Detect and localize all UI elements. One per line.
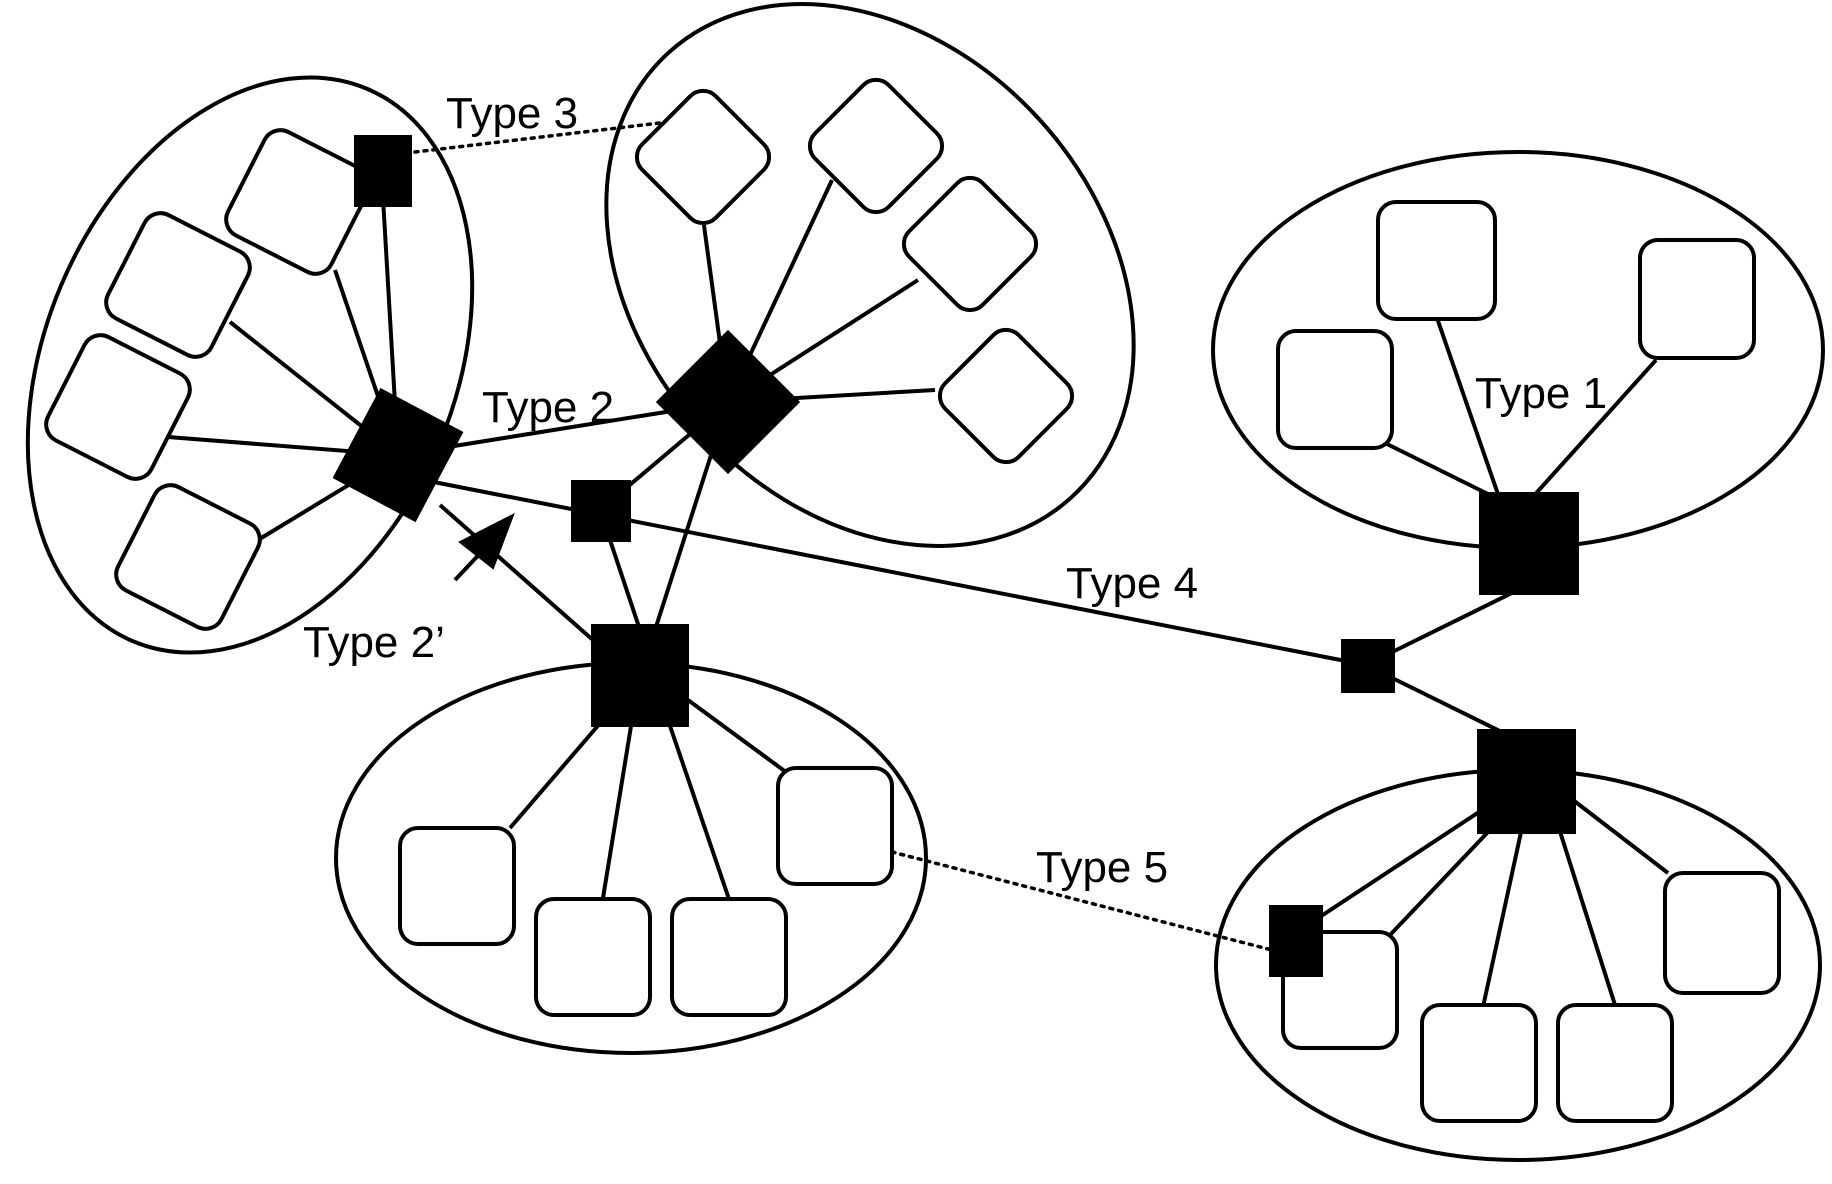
- hub-right-bottom: [1477, 729, 1576, 834]
- type2-prime-arrow: [453, 512, 515, 582]
- label-type2-prime: Type 2’: [303, 618, 445, 667]
- link-type3: [413, 120, 670, 154]
- label-type2: Type 2: [482, 383, 614, 432]
- node-bottom-2: [534, 897, 652, 1017]
- link-rt-1: [1384, 441, 1501, 502]
- link-rb-5: [1558, 788, 1670, 875]
- node-rt-3: [1638, 238, 1756, 360]
- node-rb-4: [1663, 871, 1781, 995]
- link-rb-3: [1481, 799, 1530, 1008]
- link-type2-prime: [438, 503, 604, 650]
- node-bottom-3: [670, 897, 788, 1017]
- hub-right-top: [1479, 492, 1579, 595]
- link-bottom-2: [601, 719, 634, 899]
- link-type4: [397, 473, 1367, 667]
- node-top-1: [634, 88, 772, 226]
- node-top-4: [937, 327, 1075, 465]
- nodes: [44, 77, 1781, 1123]
- hub-right-small: [1341, 639, 1395, 693]
- label-type5: Type 5: [1036, 843, 1168, 892]
- node-rb-2: [1420, 1003, 1538, 1123]
- labels: Type 3 Type 2 Type 1 Type 4 Type 2’ Type…: [303, 89, 1607, 892]
- arrow-tail: [453, 543, 490, 582]
- link-bottom-3: [666, 719, 732, 903]
- node-rb-3: [1556, 1003, 1674, 1123]
- node-bottom-1: [398, 826, 516, 946]
- label-type3: Type 3: [446, 89, 578, 138]
- hub-right-bottom-small: [1269, 905, 1323, 977]
- node-left-3: [44, 333, 192, 481]
- hub-small-center: [571, 480, 631, 542]
- node-top-3: [901, 175, 1039, 313]
- node-rt-1: [1376, 200, 1497, 321]
- label-type4: Type 4: [1066, 559, 1198, 608]
- link-type5: [890, 850, 1274, 952]
- node-bottom-4: [776, 766, 894, 886]
- node-left-1: [224, 128, 372, 276]
- node-top-2: [807, 77, 945, 215]
- hub-left-top-small: [354, 135, 412, 207]
- link-rb-4: [1548, 799, 1617, 1006]
- hub-left: [332, 387, 464, 523]
- link-rt-3: [1528, 358, 1658, 502]
- node-left-2: [104, 211, 252, 359]
- link-bottom-4: [686, 698, 792, 777]
- hub-bottom: [591, 624, 689, 727]
- node-left-4: [114, 483, 262, 631]
- link-rt-2: [1435, 317, 1502, 501]
- hubs: [332, 135, 1579, 977]
- hub-top-center: [655, 329, 801, 475]
- node-rt-2: [1276, 329, 1394, 450]
- label-type1: Type 1: [1475, 369, 1607, 418]
